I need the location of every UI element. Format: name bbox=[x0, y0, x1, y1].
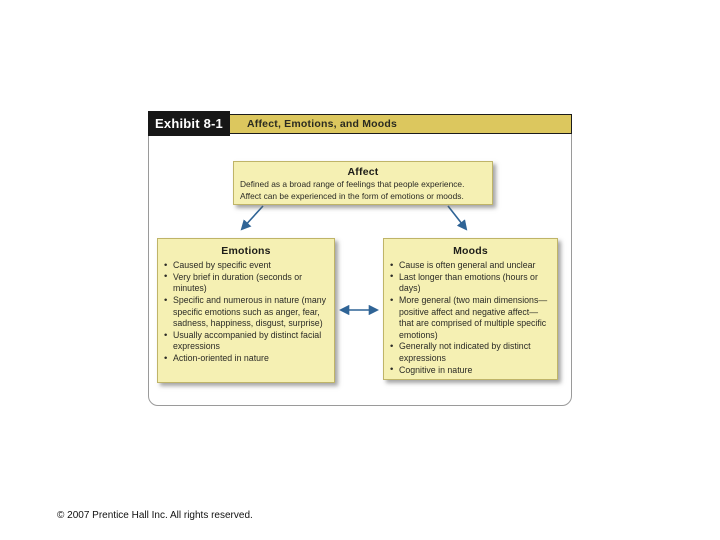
emotions-bullet: Very brief in duration (seconds or minut… bbox=[164, 271, 328, 295]
moods-box: Moods Cause is often general and unclear… bbox=[383, 238, 558, 380]
emotions-bullet: Usually accompanied by distinct facial e… bbox=[164, 330, 328, 353]
moods-bullet: Cognitive in nature bbox=[390, 364, 551, 377]
moods-bullet: More general (two main dimensions—positi… bbox=[390, 295, 551, 341]
affect-box: Affect Defined as a broad range of feeli… bbox=[233, 161, 493, 205]
affect-definition-line-2: Affect can be experienced in the form of… bbox=[240, 191, 464, 202]
moods-bullet: Last longer than emotions (hours or days… bbox=[390, 271, 551, 295]
emotions-bullet: Specific and numerous in nature (many sp… bbox=[164, 295, 328, 329]
exhibit-number-label: Exhibit 8-1 bbox=[148, 111, 230, 136]
emotions-box-title: Emotions bbox=[221, 245, 271, 257]
emotions-bullet-list: Caused by specific event Very brief in d… bbox=[164, 259, 328, 366]
moods-bullet: Generally not indicated by distinct expr… bbox=[390, 341, 551, 364]
exhibit-title-bar: Affect, Emotions, and Moods bbox=[229, 114, 572, 134]
emotions-bullet: Caused by specific event bbox=[164, 259, 328, 272]
moods-box-title: Moods bbox=[453, 245, 488, 257]
moods-bullet: Cause is often general and unclear bbox=[390, 259, 551, 272]
emotions-box: Emotions Caused by specific event Very b… bbox=[157, 238, 335, 383]
affect-box-title: Affect bbox=[347, 166, 379, 178]
emotions-bullet: Action-oriented in nature bbox=[164, 353, 328, 366]
moods-bullet-list: Cause is often general and unclear Last … bbox=[390, 259, 551, 377]
copyright-text: © 2007 Prentice Hall Inc. All rights res… bbox=[57, 510, 253, 521]
affect-definition-line-1: Defined as a broad range of feelings tha… bbox=[240, 179, 465, 189]
exhibit-title: Affect, Emotions, and Moods bbox=[247, 118, 398, 130]
